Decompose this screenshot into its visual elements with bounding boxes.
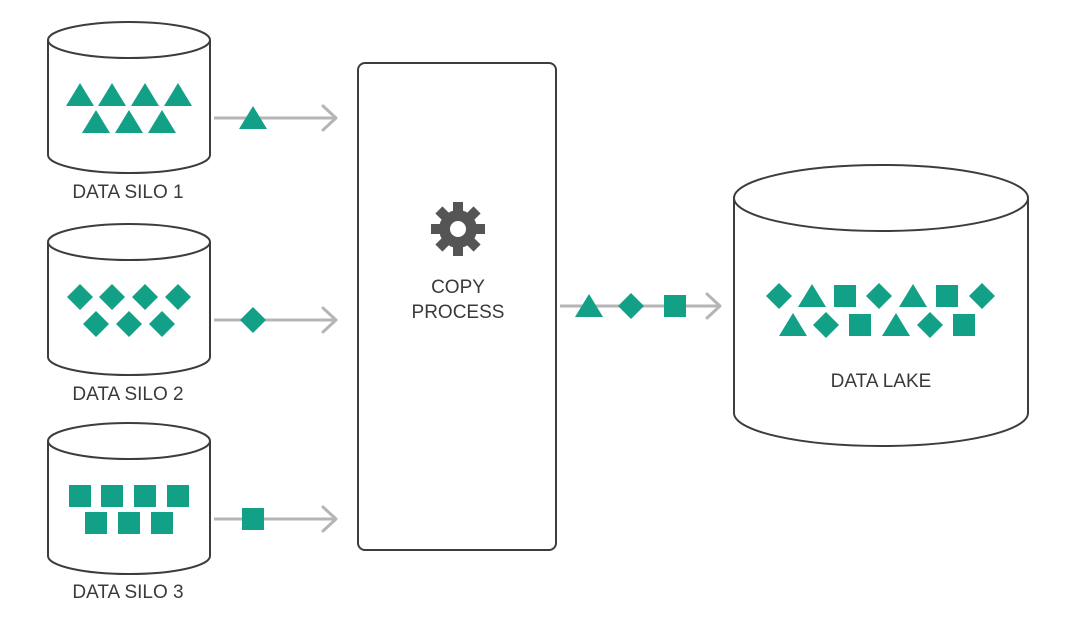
gear-hole [450, 221, 466, 237]
square-shape [85, 512, 107, 534]
silo-1-label: DATA SILO 1 [72, 182, 183, 203]
arrow-head [705, 292, 722, 320]
copy-process-label-line2: PROCESS [412, 302, 505, 323]
triangle-shape [798, 284, 826, 307]
moving-diamond [240, 307, 266, 333]
triangle-shape [899, 284, 927, 307]
diamond-shape [132, 284, 158, 310]
data-silo-2 [47, 223, 211, 376]
gear-tooth [453, 244, 463, 256]
diamond-shape [116, 311, 142, 337]
moving-square [664, 295, 686, 317]
triangle-shape [82, 110, 110, 133]
moving-triangle [239, 106, 267, 129]
square-shape [69, 485, 91, 507]
square-shape [936, 285, 958, 307]
triangle-shape [131, 83, 159, 106]
triangle-shape [66, 83, 94, 106]
silo-2-label: DATA SILO 2 [72, 384, 183, 405]
silo-2-arrow [214, 306, 338, 334]
cylinder-body [47, 441, 211, 575]
diamond-shape [813, 312, 839, 338]
cylinder-top [47, 21, 211, 59]
square-shape [151, 512, 173, 534]
cylinder-body [733, 198, 1029, 447]
moving-diamond [618, 293, 644, 319]
square-shape [101, 485, 123, 507]
data-lake-label: DATA LAKE [831, 371, 932, 392]
diamond-shape [83, 311, 109, 337]
cylinder-body [47, 40, 211, 174]
square-shape [953, 314, 975, 336]
diamond-shape [149, 311, 175, 337]
triangle-shape [98, 83, 126, 106]
cylinder-top [47, 223, 211, 261]
square-shape [167, 485, 189, 507]
diamond-shape [766, 283, 792, 309]
data-silo-3 [47, 422, 211, 575]
diamond-shape [866, 283, 892, 309]
gear-icon [431, 202, 485, 256]
silo-3-arrow [214, 505, 338, 533]
gear-tooth [453, 202, 463, 214]
data-lake [733, 164, 1029, 447]
triangle-shape [779, 313, 807, 336]
diamond-shape [67, 284, 93, 310]
arrow-head [321, 505, 338, 533]
diamond-shape [917, 312, 943, 338]
silo-1-arrow [214, 104, 338, 132]
moving-square [242, 508, 264, 530]
data-silo-1 [47, 21, 211, 174]
arrow-head [321, 306, 338, 334]
square-shape [834, 285, 856, 307]
copy-process-label-line1: COPY [431, 277, 485, 298]
triangle-shape [882, 313, 910, 336]
triangle-shape [115, 110, 143, 133]
square-shape [849, 314, 871, 336]
cylinder-top [47, 422, 211, 460]
triangle-shape [148, 110, 176, 133]
cylinder-body [47, 242, 211, 376]
arrow-head [321, 104, 338, 132]
silo-3-label: DATA SILO 3 [72, 582, 183, 603]
square-shape [134, 485, 156, 507]
diamond-shape [969, 283, 995, 309]
moving-triangle [575, 294, 603, 317]
diamond-shape [165, 284, 191, 310]
diamond-shape [99, 284, 125, 310]
triangle-shape [164, 83, 192, 106]
copy-process-box [357, 62, 557, 551]
cylinder-top [733, 164, 1029, 232]
square-shape [118, 512, 140, 534]
